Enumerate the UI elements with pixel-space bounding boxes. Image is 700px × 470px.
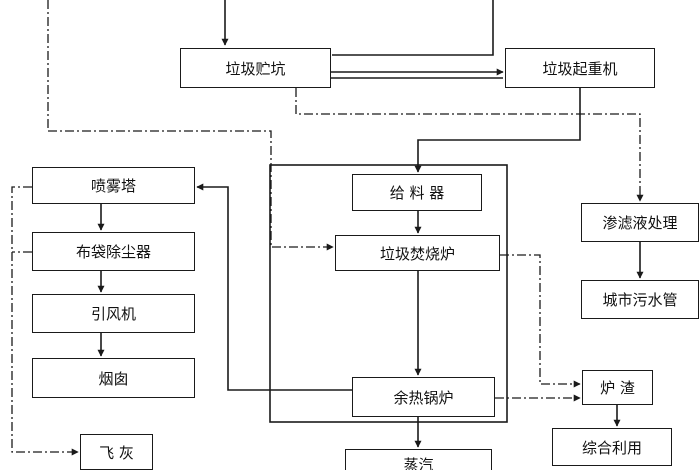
- pit-box: 垃圾贮坑: [180, 48, 331, 88]
- boiler-to-spray-tower-arrow: [196, 183, 352, 391]
- feeder-box: 给 料 器: [352, 174, 482, 211]
- pit-top-return-line: [332, 0, 494, 56]
- pit-to-leachate-dashdot: [295, 88, 644, 202]
- feeder-label: 给 料 器: [389, 184, 445, 202]
- boiler-label: 余热锅炉: [393, 388, 454, 407]
- utilization-label: 综合利用: [581, 438, 642, 457]
- aux-feed-dashdot-2: [48, 130, 334, 251]
- spray-tower-box: 喷雾塔: [32, 167, 195, 204]
- crane-box: 垃圾起重机: [505, 48, 655, 88]
- pit-label: 垃圾贮坑: [225, 59, 286, 78]
- slag-label: 炉 渣: [600, 379, 635, 397]
- fly-ash-label: 飞 灰: [99, 443, 134, 462]
- bag-filter-box: 布袋除尘器: [32, 232, 195, 271]
- sewer-label: 城市污水管: [602, 291, 678, 309]
- leachate-box: 渗滤液处理: [581, 203, 699, 242]
- furnace-frame: [269, 164, 508, 423]
- bag-filter-label: 布袋除尘器: [75, 243, 151, 261]
- slag-box: 炉 渣: [582, 370, 653, 405]
- crane-label: 垃圾起重机: [542, 59, 618, 78]
- boiler-box: 余热锅炉: [352, 377, 495, 417]
- fly-ash-box: 飞 灰: [80, 434, 153, 470]
- steam-box: 蒸汽: [345, 449, 492, 470]
- incinerator-to-slag-dashdot: [500, 254, 581, 388]
- fan-label: 引风机: [90, 305, 136, 323]
- sewer-box: 城市污水管: [581, 280, 699, 319]
- chimney-label: 烟囱: [98, 369, 129, 388]
- chimney-box: 烟囱: [32, 358, 195, 398]
- utilization-box: 综合利用: [552, 428, 672, 466]
- leachate-label: 渗滤液处理: [602, 214, 678, 232]
- incinerator-label: 垃圾焚烧炉: [379, 244, 455, 263]
- incinerator-box: 垃圾焚烧炉: [335, 235, 500, 271]
- crane-to-feeder-arrow: [414, 88, 581, 173]
- fan-box: 引风机: [32, 294, 195, 333]
- fly-ash-collection-dashdot: [11, 186, 79, 456]
- steam-label: 蒸汽: [403, 455, 434, 470]
- spray-tower-label: 喷雾塔: [90, 177, 136, 195]
